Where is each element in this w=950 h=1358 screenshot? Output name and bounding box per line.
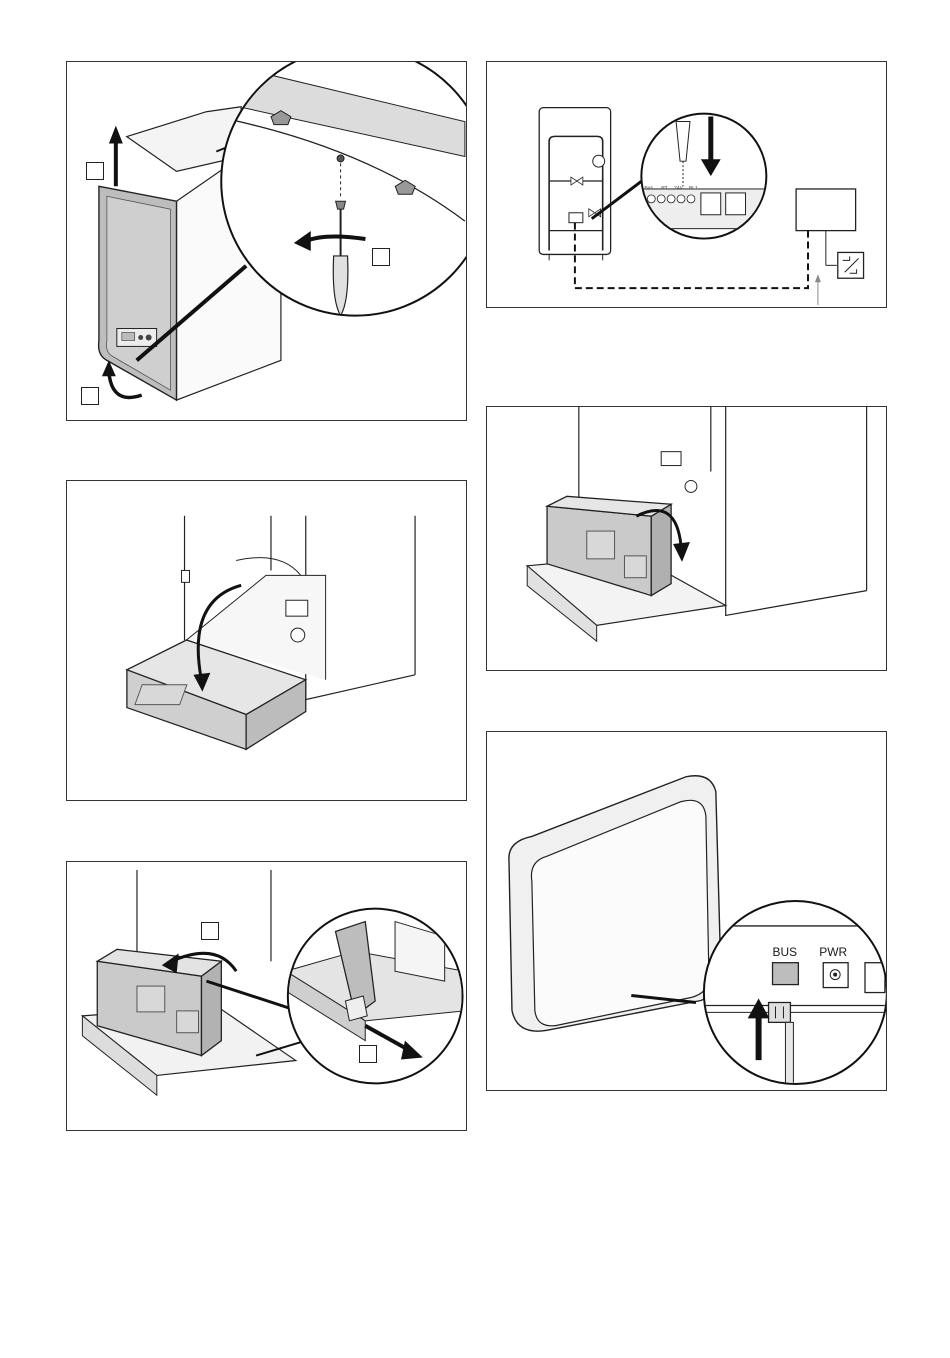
callout-box-1	[201, 922, 219, 940]
pwr-port-label: PWR	[819, 945, 847, 959]
illustration-control-box-lower	[67, 481, 466, 800]
callout-box-2	[359, 1045, 377, 1063]
illustration-boiler-casing	[67, 62, 466, 420]
bus-port-label: BUS	[773, 945, 798, 959]
figure-wiring-diagram: Bus RT 24V BL1	[486, 61, 887, 308]
callout-box-2	[372, 248, 390, 266]
callout-box-3	[81, 387, 99, 405]
terminal-label-bl1: BL1	[689, 185, 698, 191]
figure-control-box-lower	[66, 480, 467, 801]
terminal-label-rt: RT	[661, 185, 667, 191]
figure-release-clip	[66, 861, 467, 1131]
figure-bus-connection: BUS PWR	[486, 731, 887, 1091]
illustration-release-clip	[67, 862, 466, 1130]
callout-box-1	[86, 162, 104, 180]
figure-remove-front-cover	[66, 61, 467, 421]
illustration-control-box-upright	[487, 407, 886, 670]
illustration-wiring: Bus RT 24V BL1	[487, 62, 886, 307]
figure-control-box-upright	[486, 406, 887, 671]
terminal-label-24v: 24V	[674, 185, 683, 191]
illustration-bus-connection: BUS PWR	[487, 732, 886, 1090]
terminal-label-bus: Bus	[644, 185, 653, 191]
